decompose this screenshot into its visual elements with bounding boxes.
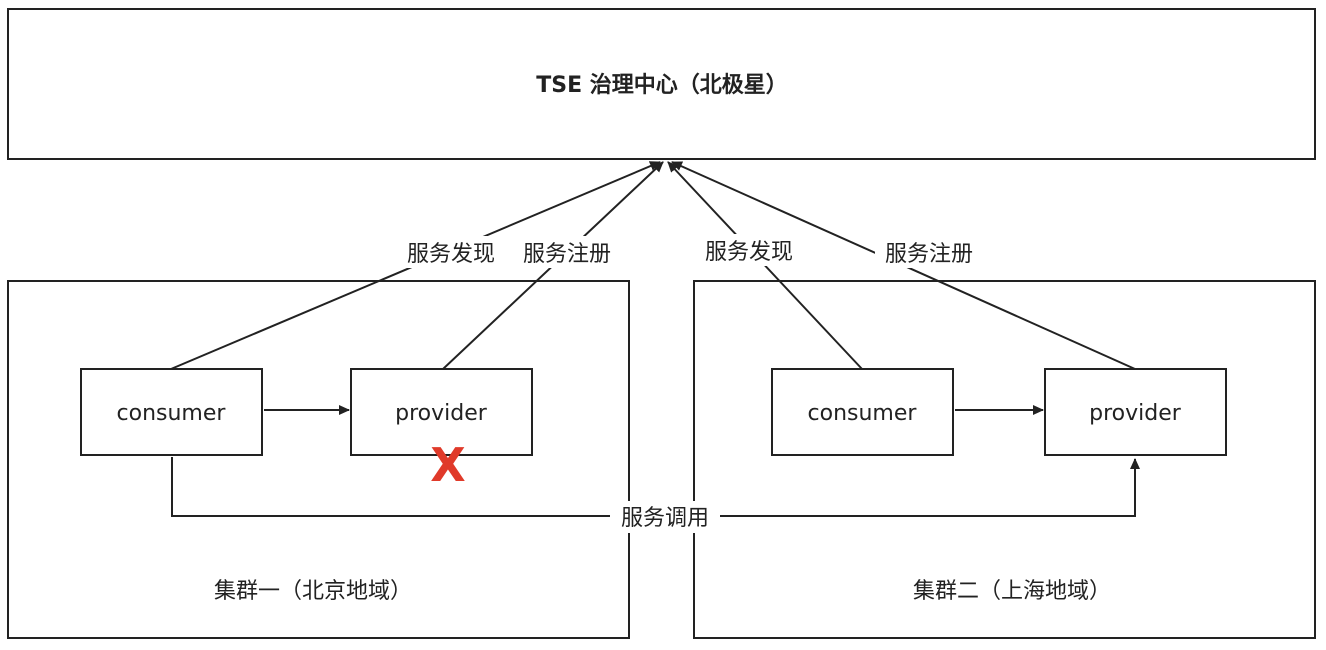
cluster-1-box — [7, 280, 630, 639]
cluster-1-discover-label: 服务发现 — [407, 242, 495, 267]
cluster-2-provider-label: provider — [1089, 401, 1182, 426]
cluster-2-box — [693, 280, 1316, 639]
provider-failure-mark: X — [430, 438, 465, 492]
governance-center-box — [7, 8, 1316, 160]
cluster-1-provider-box — [350, 368, 533, 456]
cluster-1-provider-label: provider — [395, 401, 488, 426]
cluster-1-label: 集群一（北京地域） — [214, 579, 412, 604]
cluster-2-register-label: 服务注册 — [885, 242, 973, 267]
cluster-2-label: 集群二（上海地域） — [913, 579, 1111, 604]
governance-center-title: TSE 治理中心（北极星） — [536, 72, 788, 98]
cluster-1-consumer-label: consumer — [117, 401, 227, 426]
cluster-1-register-label: 服务注册 — [523, 242, 611, 267]
cluster-1-consumer-box — [80, 368, 263, 456]
cluster-2-provider-box — [1044, 368, 1227, 456]
cluster-2-consumer-label: consumer — [808, 401, 918, 426]
cluster-2-consumer-box — [771, 368, 954, 456]
cross-cluster-invoke-label: 服务调用 — [621, 506, 709, 531]
cluster-2-discover-label: 服务发现 — [705, 240, 793, 265]
